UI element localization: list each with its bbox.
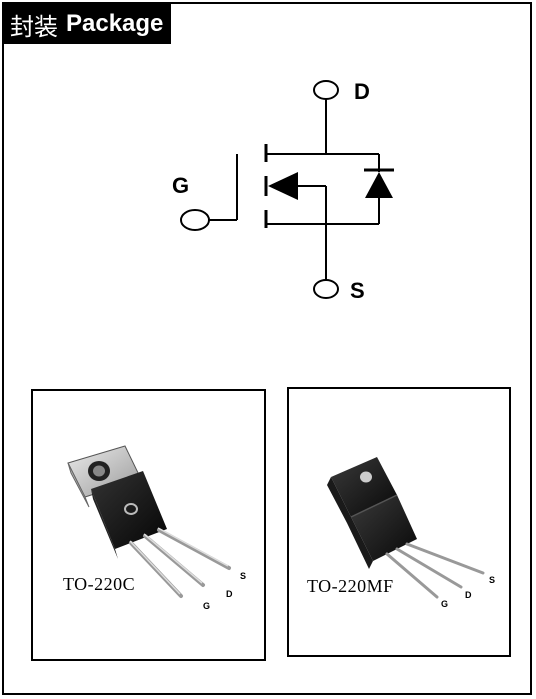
gate-label: G	[172, 173, 189, 198]
pin-label-d: D	[226, 589, 233, 599]
drain-label: D	[354, 79, 370, 104]
pin-label-d: D	[465, 590, 472, 600]
to220c-image	[67, 445, 231, 598]
drain-terminal	[313, 80, 339, 100]
pin-label-g: G	[441, 599, 449, 609]
diode-icon	[365, 172, 393, 198]
section-title-en: Package	[66, 10, 164, 37]
package-box-to220mf: TO-220MF G D S	[287, 387, 511, 657]
source-terminal	[313, 279, 339, 299]
mosfet-symbol: D G S	[172, 79, 394, 303]
source-label: S	[350, 278, 365, 303]
to220mf-image	[327, 457, 485, 599]
pin-label-s: S	[489, 575, 496, 585]
package-box-to220c: TO-220C G D S	[31, 389, 266, 661]
section-title-cn: 封装	[10, 12, 58, 41]
body-arrow-icon	[268, 172, 298, 200]
section-header: 封装 Package	[4, 4, 172, 44]
gate-terminal	[180, 209, 210, 231]
pin-label-s: S	[240, 571, 247, 581]
package-label-to220c: TO-220C	[63, 574, 136, 594]
pin-label-g: G	[203, 601, 211, 611]
package-label-to220mf: TO-220MF	[307, 576, 394, 596]
